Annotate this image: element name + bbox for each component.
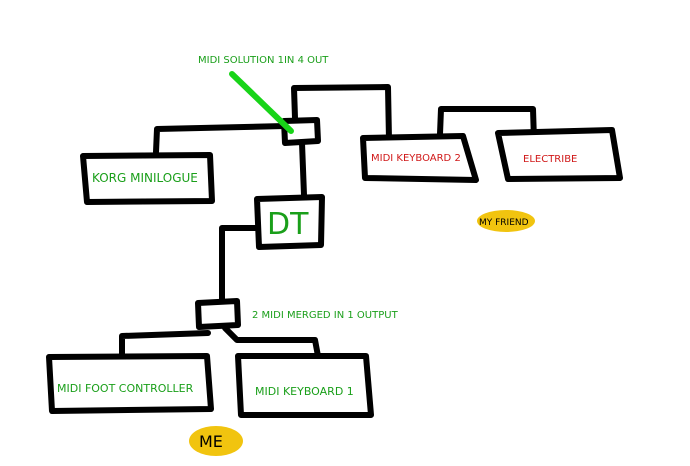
midi-keyboard-2-box	[360, 133, 479, 183]
my-friend-highlight	[477, 210, 535, 232]
line-foot-controller-to-merger	[119, 330, 211, 361]
dt-label: DT	[267, 207, 309, 242]
midi-keyboard-2-label: MIDI KEYBOARD 2	[371, 153, 461, 164]
line-splitter-to-dt	[299, 140, 307, 198]
me-label: ME	[199, 432, 223, 451]
korg-minilogue-box	[80, 152, 215, 205]
midi-merger-box	[195, 298, 241, 330]
line-korg-to-splitter	[153, 123, 288, 155]
connection-lines	[119, 84, 537, 361]
my-friend-label: MY FRIEND	[479, 218, 529, 228]
merger-label: 2 MIDI MERGED IN 1 OUTPUT	[252, 310, 399, 321]
line-merger-to-keyboard1	[222, 325, 321, 359]
midi-keyboard-1-box	[235, 353, 374, 418]
line-keyboard2-to-electribe	[437, 106, 537, 143]
midi-solution-label: MIDI SOLUTION 1IN 4 OUT	[198, 55, 329, 66]
midi-solution-splitter-box	[281, 117, 321, 146]
midi-solution-pointer	[229, 71, 294, 134]
device-boxes	[46, 117, 623, 418]
electribe-label: ELECTRIBE	[523, 154, 577, 165]
midi-foot-controller-box	[46, 353, 214, 414]
line-splitter-to-keyboard2	[291, 84, 392, 143]
midi-foot-controller-label: MIDI FOOT CONTROLLER	[57, 382, 194, 395]
line-dt-to-merger	[219, 225, 260, 303]
dt-box	[254, 194, 325, 250]
electribe-box	[495, 127, 623, 182]
me-highlight	[189, 426, 243, 456]
midi-keyboard-1-label: MIDI KEYBOARD 1	[255, 385, 354, 398]
korg-minilogue-label: KORG MINILOGUE	[92, 171, 198, 185]
